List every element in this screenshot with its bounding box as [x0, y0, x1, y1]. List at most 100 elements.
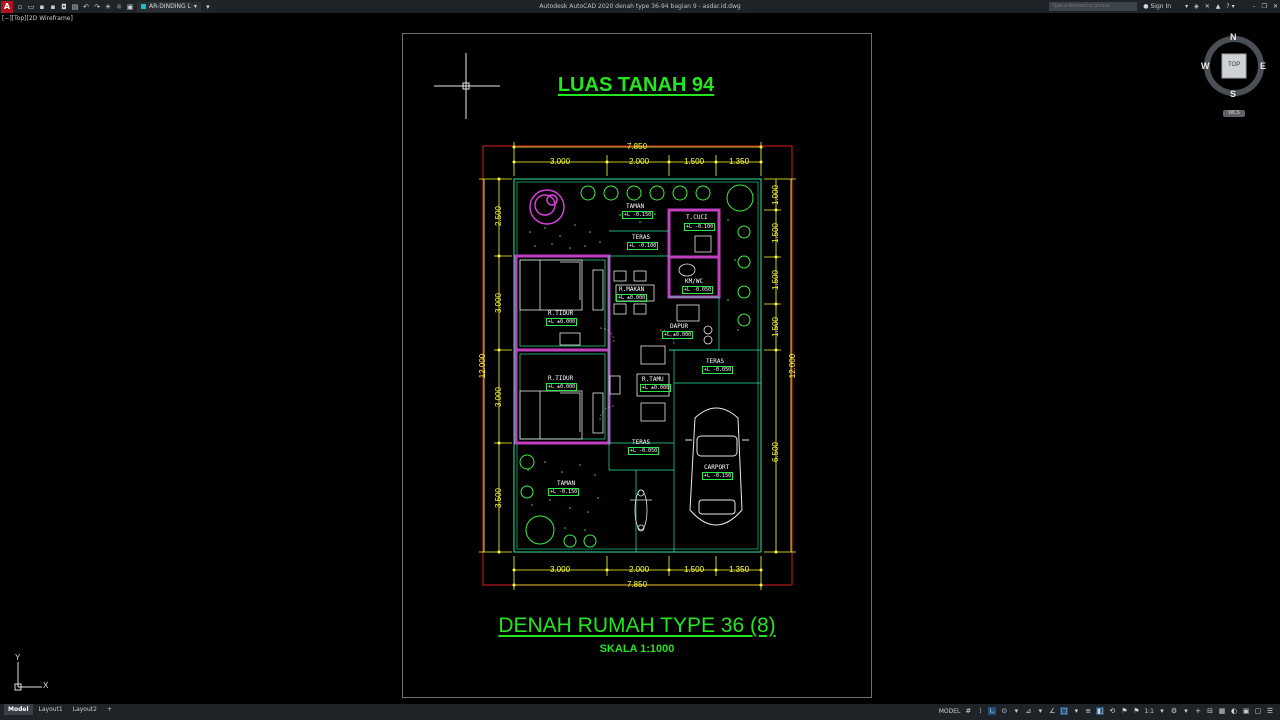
titlebar-right-controls: ● Sign In ▾ ◈ ✕ ▲ ? ▾ – ❐ ✕ — [1049, 0, 1278, 13]
workspace-chevron-icon[interactable]: ▾ — [1184, 707, 1188, 715]
tab-model[interactable]: Model — [4, 704, 33, 715]
quick-properties-icon[interactable]: ▦ — [1218, 707, 1226, 715]
compass-south[interactable]: S — [1230, 89, 1237, 99]
room-elev-rtamu: +L ±0.000 — [640, 384, 672, 392]
help-chevron-icon[interactable]: ▾ — [1231, 3, 1235, 10]
polar-chevron-icon[interactable]: ▾ — [1014, 707, 1019, 715]
help-search-input[interactable] — [1049, 2, 1138, 11]
room-elev-rtidur-2: +L ±0.000 — [546, 383, 578, 391]
plan-scale-label: SKALA 1:1000 — [599, 643, 675, 655]
workspace-gear-icon[interactable]: ⚙ — [1170, 707, 1178, 715]
close-icon[interactable]: ✕ — [1272, 3, 1278, 10]
room-label-teras-side: TERAS — [706, 358, 725, 365]
dim-bottom-seg-2: 2.000 — [629, 565, 650, 574]
layer-lock-icon[interactable]: ▣ — [126, 2, 134, 11]
viewcube-top-face[interactable]: TOP — [1228, 62, 1241, 68]
sun-icon[interactable]: ☼ — [115, 2, 123, 11]
room-label-taman-bottom: TAMAN — [557, 480, 576, 487]
help-icon[interactable]: ? — [1226, 3, 1230, 10]
web-icon[interactable]: ◘ — [61, 2, 67, 11]
room-label-taman-top: TAMAN — [626, 203, 645, 210]
undo-icon[interactable]: ↶ — [83, 2, 89, 11]
annotation-scale[interactable]: 1:1 — [1144, 707, 1154, 715]
annotation-scale-chevron-icon[interactable]: ▾ — [1160, 707, 1164, 715]
compass-ring[interactable] — [1200, 30, 1270, 100]
room-elev-rmakan: +L ±0.000 — [616, 294, 648, 302]
annotation-visibility-icon[interactable]: ⚑ — [1121, 707, 1128, 715]
auto-scale-icon[interactable]: ⚑ — [1133, 707, 1140, 715]
ucs-icon: Y X — [10, 653, 54, 692]
user-icon[interactable]: ● — [1143, 3, 1149, 10]
dim-total-width-top: 7.850 — [627, 142, 648, 151]
status-toggles: MODEL # ⁞ ∟ ⊙ ▾ ⊿ ▾ ∠ □ ▾ ≡ ◧ ⟲ ⚑ ⚑ 1:1 … — [939, 704, 1274, 718]
redo-icon[interactable]: ↷ — [94, 2, 100, 11]
model-space-toggle[interactable]: MODEL — [938, 707, 961, 715]
isodraft-icon[interactable]: ⊿ — [1025, 707, 1032, 715]
layer-name: AR-DINDING L — [149, 3, 191, 10]
room-elev-carport: +L -0.150 — [702, 472, 734, 480]
room-elev-rtidur-1: +L ±0.000 — [546, 318, 578, 326]
save-icon[interactable]: ▪ — [39, 2, 45, 11]
ucs-y-label: Y — [15, 653, 21, 662]
isolate-objects-icon[interactable]: ◐ — [1230, 707, 1238, 715]
wcs-menu[interactable]: WCS — [1223, 110, 1245, 117]
grid-icon[interactable]: # — [965, 707, 972, 715]
room-elev-teras-front: +L -0.050 — [628, 447, 660, 455]
annotation-monitor-icon[interactable]: + — [1195, 707, 1201, 715]
tab-layout2[interactable]: Layout2 — [72, 706, 97, 713]
room-label-rtamu: R.TAMU — [642, 376, 664, 383]
polar-icon[interactable]: ⊙ — [1001, 707, 1008, 715]
room-elev-dapur: +L ±0.000 — [662, 331, 694, 339]
chevron-down-icon: ▾ — [193, 3, 197, 10]
exchange-icon[interactable]: ✕ — [1204, 3, 1210, 10]
room-label-kmwc: KM/WC — [685, 278, 704, 285]
minimize-icon[interactable]: – — [1252, 3, 1256, 10]
sign-in-link[interactable]: Sign In — [1150, 3, 1172, 10]
qat-more-icon[interactable]: ▾ — [206, 2, 210, 11]
print-icon[interactable]: ▤ — [71, 2, 79, 11]
object-snap-chevron-icon[interactable]: ▾ — [1074, 707, 1079, 715]
lineweight-icon[interactable]: ≡ — [1085, 707, 1092, 715]
open-folder-icon[interactable]: ▭ — [27, 2, 35, 11]
cart-icon[interactable]: ◈ — [1194, 3, 1199, 10]
dim-right-seg-4: 1.500 — [771, 316, 780, 338]
ortho-icon[interactable]: ∟ — [988, 707, 997, 715]
dim-left-seg-1: 2.500 — [494, 205, 503, 227]
restore-icon[interactable]: ❐ — [1261, 3, 1267, 10]
save-as-icon[interactable]: ▪ — [50, 2, 56, 11]
hardware-acceleration-icon[interactable]: ▣ — [1242, 707, 1250, 715]
compass-north[interactable]: N — [1230, 32, 1237, 42]
share-icon[interactable]: ▲ — [1215, 3, 1221, 10]
compass-west[interactable]: W — [1201, 61, 1210, 71]
tab-layout1[interactable]: Layout1 — [38, 706, 63, 713]
compass-east[interactable]: E — [1260, 61, 1267, 71]
viewcube[interactable]: TOP N S E W WCS — [1200, 30, 1270, 120]
isodraft-chevron-icon[interactable]: ▾ — [1038, 707, 1043, 715]
dim-top-seg-3: 1.500 — [684, 157, 705, 166]
room-elev-kmwc: +L -0.050 — [682, 286, 714, 294]
autocad-logo-button[interactable]: A — [1, 0, 13, 13]
sign-in-chevron-icon[interactable]: ▾ — [1185, 3, 1189, 10]
clean-screen-icon[interactable]: ▢ — [1254, 707, 1262, 715]
room-elev-teras-side: +L -0.050 — [702, 366, 734, 374]
bulb-icon[interactable]: ☀ — [104, 2, 112, 11]
dim-total-height-right: 12.000 — [788, 353, 797, 379]
add-layout-button[interactable]: + — [106, 706, 112, 713]
object-snap-tracking-icon[interactable]: ∠ — [1049, 707, 1056, 715]
title-bar: A ▫ ▭ ▪ ▪ ◘ ▤ ↶ ↷ ☀ ☼ ▣ AR-DINDING L ▾ ▾… — [0, 0, 1280, 13]
selection-cycling-icon[interactable]: ⟲ — [1109, 707, 1116, 715]
room-label-carport: CARPORT — [704, 464, 730, 471]
transparency-icon[interactable]: ◧ — [1096, 707, 1105, 715]
layer-dropdown[interactable]: AR-DINDING L ▾ — [137, 1, 201, 12]
viewport-controls-label[interactable]: [−][Top][2D Wireframe] — [2, 15, 73, 22]
ucs-x-label: X — [43, 681, 49, 690]
land-area-title: LUAS TANAH 94 — [557, 74, 715, 96]
dim-top-seg-2: 2.000 — [629, 157, 650, 166]
customize-icon[interactable]: ☰ — [1266, 707, 1274, 715]
crosshair-cursor-icon — [434, 53, 500, 119]
snap-icon[interactable]: ⁞ — [979, 707, 982, 715]
object-snap-icon[interactable]: □ — [1060, 707, 1069, 715]
new-file-icon[interactable]: ▫ — [17, 2, 23, 11]
units-icon[interactable]: ⊟ — [1207, 707, 1213, 715]
room-label-teras-front: TERAS — [632, 439, 651, 446]
